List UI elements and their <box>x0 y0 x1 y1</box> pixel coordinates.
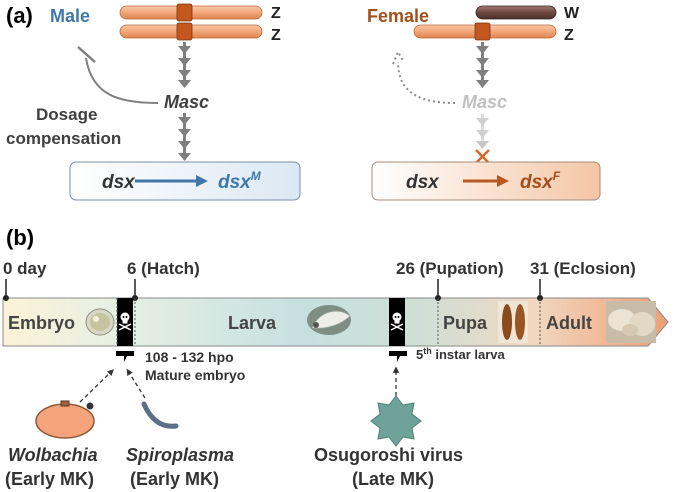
agent-spiroplasma-name: Spiroplasma <box>126 445 234 465</box>
larva-note: 5th instar larva <box>416 346 505 362</box>
embryo-egg-image <box>85 308 115 336</box>
skull-icon-early <box>118 312 132 331</box>
wolbachia-icon <box>35 400 95 439</box>
male-title: Male <box>50 6 90 26</box>
larva-image <box>307 305 351 335</box>
female-arrow-to-masc <box>476 42 489 88</box>
stage-adult: Adult <box>546 313 592 333</box>
male-dsx-label: dsx <box>102 172 136 193</box>
male-chrom-bottom-label: Z <box>271 27 281 44</box>
block-cross-icon <box>475 149 490 164</box>
agent-wolbachia-type: (Early MK) <box>5 469 94 489</box>
female-masc-gene: Masc <box>462 92 507 112</box>
spiroplasma-icon <box>141 401 179 429</box>
stage-embryo: Embryo <box>8 313 75 333</box>
tick-label-1: 6 (Hatch) <box>127 259 200 278</box>
female-chrom-bottom-label: Z <box>564 27 574 44</box>
panel-b-label: (b) <box>6 225 34 250</box>
female-dosage-dotted-curve <box>392 49 456 104</box>
tick-label-2: 26 (Pupation) <box>396 259 504 278</box>
agent-osugoroshi-name: Osugoroshi virus <box>314 445 463 465</box>
embryo-note-line1: 108 - 132 hpo <box>145 349 234 365</box>
dosage-compensation-inhibition <box>77 46 159 104</box>
female-chrom-top-label: W <box>564 5 580 22</box>
male-chrom-top-label: Z <box>271 5 281 22</box>
female-dsx-label: dsx <box>406 172 440 193</box>
stage-pupa: Pupa <box>443 313 488 333</box>
dosage-compensation-line2: compensation <box>6 129 121 148</box>
stage-larva: Larva <box>228 313 277 333</box>
agent-osugoroshi-type: (Late MK) <box>352 469 434 489</box>
timeline-ticks <box>3 279 543 301</box>
pupa-image <box>498 301 528 343</box>
male-chromosome-top <box>119 3 263 22</box>
male-arrow-to-dsx <box>178 113 191 161</box>
male-dsx-output: dsxM <box>218 169 262 193</box>
female-faded-arrow <box>476 114 489 149</box>
female-dsx-box <box>371 161 601 201</box>
tick-label-0: 0 day <box>3 259 47 278</box>
male-arrow-to-masc <box>178 42 191 88</box>
panel-a-label: (a) <box>6 3 33 28</box>
female-chromosome-w <box>475 5 557 20</box>
skull-icon-late <box>390 312 404 331</box>
adult-moth-image <box>606 301 656 343</box>
female-dsx-output: dsxF <box>520 169 561 193</box>
dosage-compensation-line1: Dosage <box>36 105 97 124</box>
male-chromosome-bottom <box>119 22 263 41</box>
agent-arrows <box>79 366 400 403</box>
flag-marker-early <box>116 351 134 362</box>
agent-spiroplasma-type: (Early MK) <box>130 469 219 489</box>
female-title: Female <box>367 6 429 26</box>
stage-dividers <box>134 298 541 346</box>
male-masc-gene: Masc <box>164 92 209 112</box>
embryo-note-line2: Mature embryo <box>145 367 245 383</box>
female-chromosome-z <box>413 22 557 41</box>
osugoroshi-virus-icon <box>370 395 422 447</box>
tick-label-3: 31 (Eclosion) <box>530 259 636 278</box>
flag-marker-late <box>389 351 407 362</box>
agent-wolbachia-name: Wolbachia <box>8 445 98 465</box>
male-dsx-box <box>69 161 301 201</box>
